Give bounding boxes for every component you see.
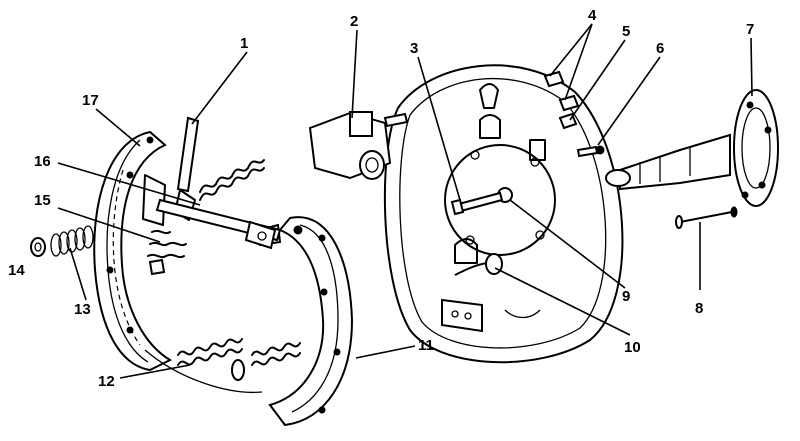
callout-4: 4	[588, 7, 597, 24]
callout-16: 16	[34, 153, 51, 170]
callout-1: 1	[240, 35, 249, 52]
callout-5: 5	[622, 23, 631, 40]
callout-6: 6	[656, 40, 665, 57]
adjuster-strut	[155, 159, 282, 250]
hold-down-spring-upper	[147, 229, 187, 276]
lower-return-spring	[144, 338, 301, 394]
stub-axle-bolt	[675, 206, 738, 229]
backing-plate	[383, 64, 624, 364]
callout-17: 17	[82, 92, 99, 109]
callout-15: 15	[34, 192, 51, 209]
callout-2: 2	[350, 13, 359, 30]
callout-14: 14	[8, 262, 25, 279]
callout-12: 12	[98, 373, 115, 390]
wheel-cylinder	[308, 111, 409, 180]
callout-10: 10	[624, 339, 641, 356]
callout-13: 13	[74, 301, 91, 318]
leading-brake-shoe	[93, 130, 173, 372]
callout-11: 11	[418, 337, 434, 354]
trailing-brake-shoe	[259, 216, 354, 427]
hold-down-spring-assembly	[30, 225, 94, 257]
callout-9: 9	[622, 288, 631, 305]
callout-8: 8	[695, 300, 704, 317]
callout-3: 3	[410, 40, 419, 57]
leader-lines	[57, 23, 753, 379]
stub-axle	[605, 89, 779, 207]
callout-7: 7	[746, 21, 755, 38]
